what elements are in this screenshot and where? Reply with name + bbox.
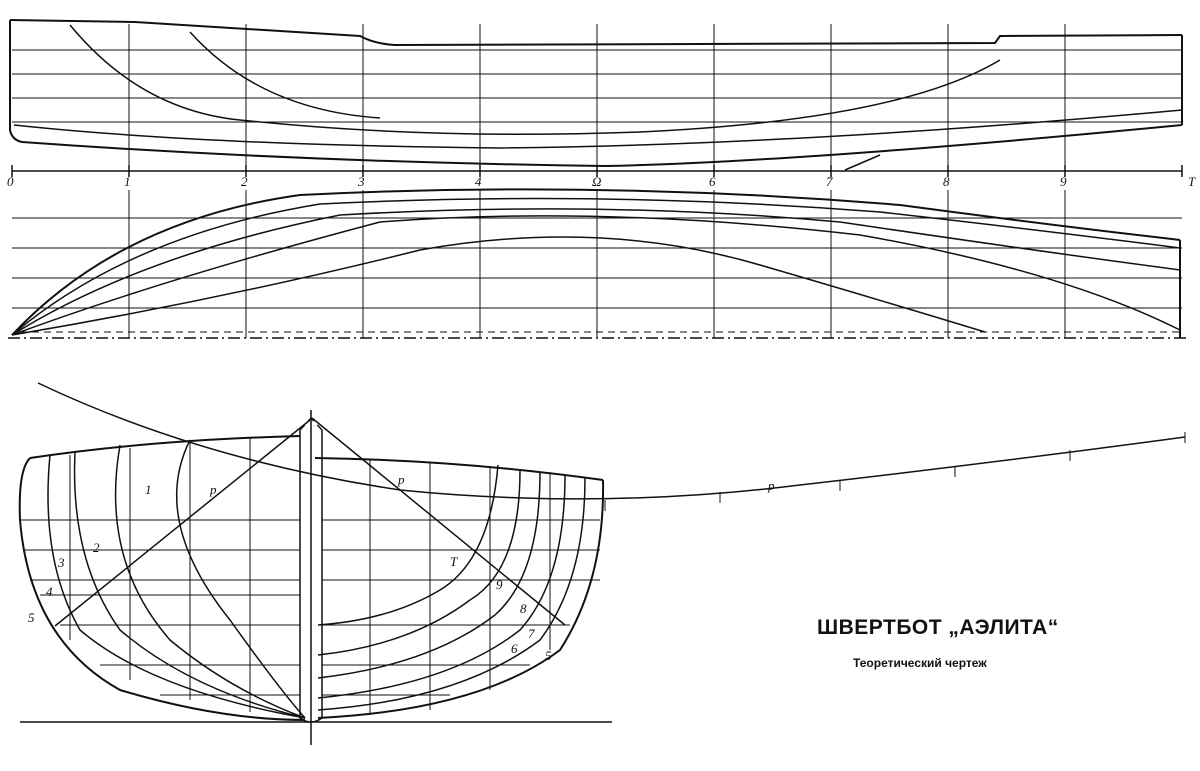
profile-station-label-8: 8 bbox=[943, 174, 950, 189]
bow-sheer-line bbox=[29, 435, 301, 459]
profile-station-label-5: Ω bbox=[592, 174, 601, 189]
profile-station-label-1: 1 bbox=[124, 174, 131, 189]
profile-centreboard bbox=[844, 154, 881, 171]
bow-section-label-5: 5 bbox=[28, 610, 35, 625]
profile-station-label-2: 2 bbox=[241, 174, 248, 189]
half-breadth-plan bbox=[8, 188, 1190, 339]
body-plan-diagonal-p bbox=[37, 382, 1186, 500]
profile-ticks bbox=[11, 165, 1183, 177]
diagonal-label-bow: p bbox=[209, 482, 217, 497]
profile-station-label-0: 0 bbox=[7, 174, 14, 189]
stern-section-label-T: T bbox=[450, 554, 458, 569]
diagonal-label-stern: p bbox=[397, 472, 405, 487]
profile-sheer-line bbox=[9, 19, 1183, 47]
bow-outer-section bbox=[18, 457, 306, 721]
profile-buttock-1 bbox=[69, 24, 1001, 136]
diagonal-label-curve: p bbox=[767, 478, 775, 493]
profile-buttock-2 bbox=[189, 31, 381, 119]
stern-sheer-line bbox=[314, 457, 604, 481]
profile-keel-line bbox=[21, 124, 1183, 168]
profile-station-label-10: T bbox=[1188, 174, 1196, 189]
bow-section-label-3: 3 bbox=[57, 555, 65, 570]
halfbreadth-line-4 bbox=[11, 215, 1181, 336]
stern-section-label-9: 9 bbox=[496, 577, 503, 592]
profile-station-labels: 0 1 2 3 4 Ω 6 7 8 9 T bbox=[7, 174, 1196, 189]
drawing-title: ШВЕРТБОТ „АЭЛИТА“ bbox=[817, 616, 1059, 639]
bow-section-label-2: 2 bbox=[93, 540, 100, 555]
halfbreadth-line-5 bbox=[11, 236, 986, 336]
profile-view: 0 1 2 3 4 Ω 6 7 8 9 T bbox=[7, 19, 1196, 189]
stern-section-label-6: 6 bbox=[511, 641, 518, 656]
profile-station-label-4: 4 bbox=[475, 174, 482, 189]
bow-section-label-4: 4 bbox=[46, 584, 53, 599]
stern-outer-section bbox=[317, 479, 605, 719]
bow-section-label-1: 1 bbox=[145, 482, 152, 497]
profile-waterline-curve bbox=[13, 109, 1183, 149]
stern-section-label-5: 5 bbox=[545, 648, 552, 663]
stern-section-label-8: 8 bbox=[520, 601, 527, 616]
profile-station-label-3: 3 bbox=[357, 174, 365, 189]
profile-station-label-9: 9 bbox=[1060, 174, 1067, 189]
profile-stem bbox=[9, 20, 23, 143]
drawing-subtitle: Теоретический чертеж bbox=[853, 656, 987, 670]
profile-station-label-6: 6 bbox=[709, 174, 716, 189]
halfbreadth-line-3 bbox=[11, 208, 1181, 336]
body-plan: 1 2 3 4 5 T 9 8 7 6 5 p p p bbox=[18, 382, 1186, 745]
halfbreadth-deck-line bbox=[11, 188, 1181, 336]
profile-stations bbox=[128, 24, 1066, 166]
stern-section-label-7: 7 bbox=[528, 626, 535, 641]
profile-station-label-7: 7 bbox=[826, 174, 833, 189]
halfbreadth-stations bbox=[128, 190, 1066, 338]
